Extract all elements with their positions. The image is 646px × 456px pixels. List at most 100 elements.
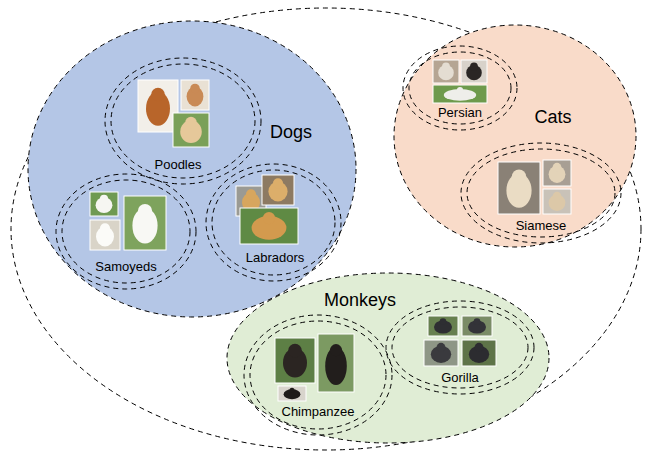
subgroup-label: Persian bbox=[438, 106, 482, 121]
animal-photo bbox=[424, 340, 458, 366]
photo-background bbox=[240, 208, 298, 244]
animal-photo bbox=[428, 316, 458, 336]
subgroup-outer-ellipse bbox=[244, 315, 392, 435]
animal-photo bbox=[433, 85, 487, 103]
photo-animal-head bbox=[470, 63, 478, 71]
photo-animal-head bbox=[246, 189, 256, 199]
subgroup-inner-ellipse bbox=[111, 64, 255, 178]
subgroup-ellipse: Gorilla bbox=[385, 300, 535, 395]
photo-background bbox=[90, 220, 120, 250]
subgroup-ellipse: Labradors bbox=[205, 163, 342, 282]
subgroup-ellipse: Chimpanzee bbox=[243, 314, 393, 436]
subgroup-label: Chimpanzee bbox=[282, 405, 355, 420]
group-ellipse bbox=[227, 273, 549, 443]
subgroup-label: Labradors bbox=[246, 251, 305, 266]
animal-photo bbox=[90, 192, 118, 216]
photo-background bbox=[278, 386, 306, 401]
subgroup-outer-ellipse bbox=[56, 174, 196, 289]
subgroup-inner-ellipse bbox=[409, 52, 511, 124]
subgroup-outer-ellipse bbox=[105, 58, 261, 184]
subgroup-ellipse: Samoyeds bbox=[55, 173, 197, 290]
photo-background bbox=[318, 334, 354, 392]
photo-background bbox=[275, 338, 315, 383]
photo-background bbox=[543, 160, 571, 186]
animal-photo bbox=[278, 386, 306, 401]
subgroup-label: Samoyeds bbox=[95, 260, 156, 275]
subgroup-label: Gorilla bbox=[441, 371, 479, 386]
subgroup-label: Siamese bbox=[516, 219, 567, 234]
animal-photo bbox=[543, 160, 571, 186]
subgroup-inner-ellipse bbox=[392, 307, 528, 388]
photo-animal-head bbox=[151, 88, 165, 102]
subgroup-outer-ellipse bbox=[386, 301, 534, 394]
photo-background bbox=[124, 196, 166, 250]
group-label: Dogs bbox=[270, 122, 312, 143]
animal-photo bbox=[262, 175, 294, 205]
photo-background bbox=[173, 113, 209, 147]
group-ellipse bbox=[28, 21, 356, 317]
animal-photo bbox=[462, 316, 492, 336]
photo-animal-head bbox=[442, 63, 450, 71]
photo-animal-head bbox=[289, 388, 294, 393]
animal-photo bbox=[173, 113, 209, 147]
subgroup-label: Poodles bbox=[155, 158, 202, 173]
subgroup-ellipse: Persian bbox=[402, 45, 518, 131]
group-label: Monkeys bbox=[324, 290, 396, 311]
group-label: Cats bbox=[534, 107, 571, 128]
photo-animal-head bbox=[288, 344, 302, 358]
photo-background bbox=[461, 60, 487, 83]
photo-animal-head bbox=[273, 178, 283, 188]
photo-background bbox=[90, 192, 118, 216]
photo-background bbox=[462, 316, 492, 336]
photo-background bbox=[262, 175, 294, 205]
photo-animal-head bbox=[553, 192, 562, 201]
photo-animal-head bbox=[475, 343, 484, 352]
photo-animal-head bbox=[100, 223, 110, 233]
photo-background bbox=[498, 162, 540, 214]
group-ellipse bbox=[394, 25, 636, 247]
subgroup-outer-ellipse bbox=[461, 143, 621, 243]
animal-photo bbox=[275, 338, 315, 383]
photo-background bbox=[543, 189, 571, 214]
animal-photo bbox=[433, 60, 459, 83]
photo-background bbox=[138, 80, 178, 132]
subgroup-ellipse: Poodles bbox=[104, 57, 262, 185]
subgroup-outer-ellipse bbox=[206, 164, 341, 281]
animal-photo bbox=[138, 80, 178, 132]
photo-animal-head bbox=[138, 204, 152, 218]
group-ellipse: Cats PersianSiamese bbox=[393, 24, 637, 248]
photo-background bbox=[428, 316, 458, 336]
photo-animal-head bbox=[437, 343, 446, 352]
photo-background bbox=[433, 60, 459, 83]
subgroup-inner-ellipse bbox=[212, 170, 335, 275]
photo-animal-head bbox=[190, 84, 200, 94]
outer-dashed-ellipse bbox=[11, 8, 641, 450]
subgroup-inner-ellipse bbox=[250, 321, 386, 429]
photo-background bbox=[424, 340, 458, 366]
subgroup-inner-ellipse bbox=[62, 180, 190, 283]
group-ellipse: MonkeysChimpanzee Gorilla bbox=[226, 272, 550, 444]
photo-background bbox=[181, 80, 209, 110]
animal-photo bbox=[498, 162, 540, 214]
photo-animal-head bbox=[553, 163, 562, 172]
animal-photo bbox=[461, 60, 487, 83]
photo-animal-head bbox=[474, 318, 481, 325]
group-ellipse: DogsPoodlesSamoyeds Labradors bbox=[27, 20, 357, 318]
photo-animal-head bbox=[330, 344, 342, 356]
animal-photo bbox=[318, 334, 354, 392]
photo-background bbox=[462, 340, 496, 366]
photo-background bbox=[433, 85, 487, 103]
photo-animal-head bbox=[512, 169, 526, 183]
animal-photo bbox=[240, 208, 298, 244]
animal-photo bbox=[462, 340, 496, 366]
photo-animal-head bbox=[263, 212, 275, 224]
subgroup-inner-ellipse bbox=[467, 149, 615, 237]
photo-animal-head bbox=[457, 87, 463, 93]
animal-photo bbox=[543, 189, 571, 214]
subgroup-ellipse: Siamese bbox=[460, 142, 622, 244]
photo-animal-head bbox=[440, 318, 447, 325]
subgroup-outer-ellipse bbox=[403, 46, 517, 130]
photo-animal-head bbox=[185, 117, 197, 129]
